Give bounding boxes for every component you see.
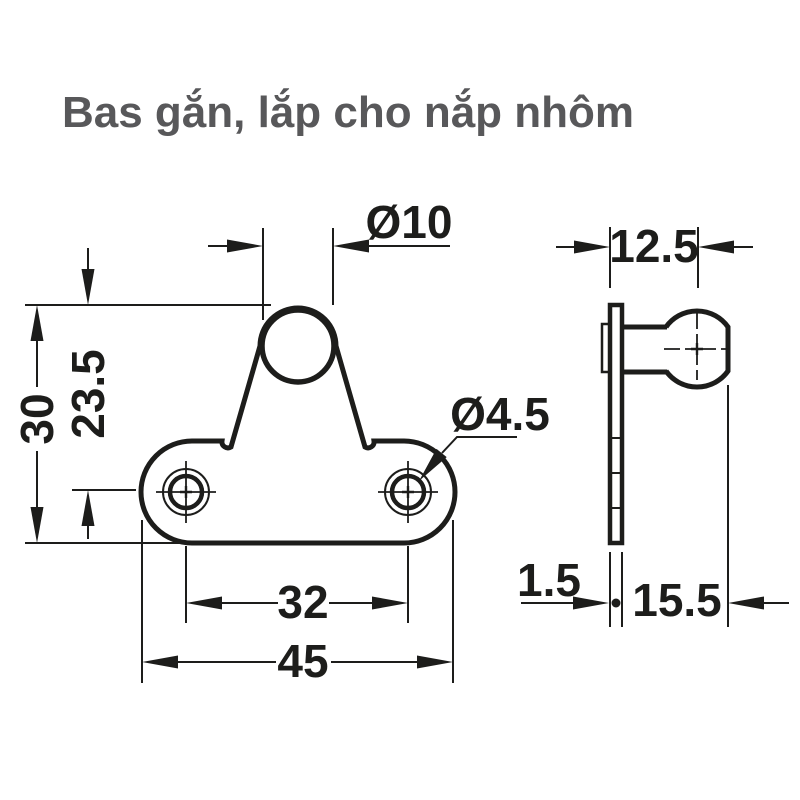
- dim-screw-hole-label: Ø4.5: [450, 388, 550, 440]
- dim-ball-diameter: Ø10: [208, 196, 452, 320]
- dim-total-height-label: 30: [11, 393, 63, 444]
- arrowhead-left-icon: [333, 239, 369, 253]
- dim-total-width: 45: [141, 520, 454, 687]
- plate-edge: [607, 302, 625, 546]
- arrowhead-right-icon: [574, 240, 610, 254]
- dim-hole-spacing-label: 32: [277, 576, 328, 628]
- ball-center-mark: [691, 343, 703, 355]
- dim-ball-diameter-label: Ø10: [366, 196, 453, 248]
- dim-height-to-hole-label: 23.5: [62, 349, 114, 439]
- front-view: [138, 305, 458, 546]
- arrowhead-down-icon: [30, 507, 44, 543]
- arrowhead-down-icon: [81, 269, 95, 305]
- center-mark-right: [402, 486, 414, 498]
- drawing-title: Bas gắn, lắp cho nắp nhôm: [62, 87, 634, 137]
- ball-boss-circle: [259, 307, 337, 385]
- arrowhead-left-icon: [698, 240, 734, 254]
- dim-screw-hole-diameter: Ø4.5: [419, 388, 550, 481]
- screw-hole-right: [378, 461, 438, 523]
- dim-height-to-hole: 23.5: [62, 248, 114, 539]
- arrowhead-right-icon: [417, 655, 453, 669]
- front-view-dimensions: Ø10 23.5 30 Ø4.5: [11, 196, 550, 687]
- arrowhead-left-icon: [728, 596, 764, 610]
- side-view-dimensions: 12.5 1.5 15.5: [517, 220, 789, 627]
- dim-depth-to-ball-center: 12.5: [556, 220, 753, 288]
- dim-depth-to-ball-center-label: 12.5: [609, 220, 699, 272]
- stud-neck: [622, 324, 667, 375]
- screw-hole-left: [156, 461, 216, 523]
- arrowhead-right-icon: [372, 596, 408, 610]
- arrowhead-right-icon: [573, 596, 609, 610]
- center-mark-left: [180, 486, 192, 498]
- arrowhead-up-icon: [30, 305, 44, 341]
- arrowhead-left-icon: [186, 596, 222, 610]
- dim-depth-to-ball-end-label: 15.5: [632, 574, 722, 626]
- dim-plate-thickness-label: 1.5: [517, 554, 581, 606]
- dim-plate-thickness: 1.5: [517, 554, 609, 610]
- dim-hole-spacing: 32: [185, 546, 409, 628]
- arrowhead-up-icon: [81, 490, 95, 526]
- leader-line: [441, 436, 517, 454]
- side-view: [600, 302, 731, 546]
- dim-depth-to-ball-end: 15.5: [632, 385, 789, 627]
- dot-terminator-icon: [611, 598, 621, 608]
- arrowhead-left-icon: [142, 655, 178, 669]
- arrowhead-downleft-icon: [419, 448, 447, 481]
- plate-tick-marks: [608, 437, 624, 509]
- arrowhead-right-icon: [227, 239, 263, 253]
- dim-total-height: 30: [11, 305, 63, 543]
- dim-total-width-label: 45: [277, 635, 328, 687]
